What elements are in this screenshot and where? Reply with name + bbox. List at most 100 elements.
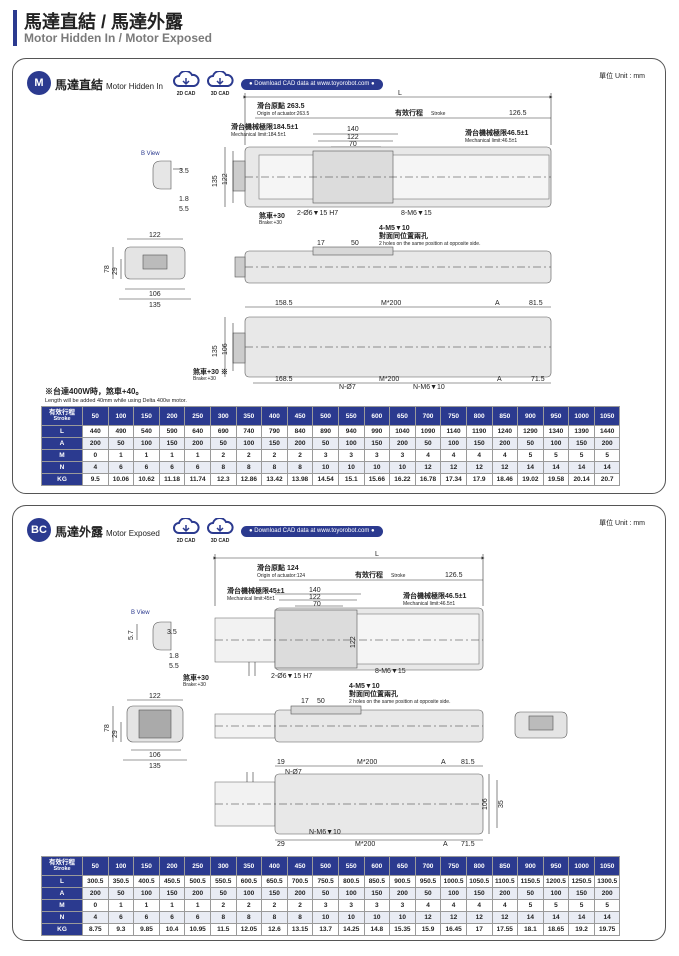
dim-70: 70 [313,601,321,608]
table-cell: 5 [517,449,544,462]
table-cell: 12.3 [209,473,237,486]
table-cell: 200 [389,887,416,900]
table-cell: 2 [261,449,288,462]
table-cell: 200 [82,887,109,900]
table-cell: 890 [312,425,339,438]
table-cell: 200 [286,437,314,450]
table-cell: 17.55 [491,923,519,936]
stroke-header-zh: 有效行程 [49,859,75,866]
dim-140: 140 [309,587,321,594]
table-cell: 1340 [542,425,570,438]
end-dim-29: 29 [112,730,119,738]
row-label: KG [41,923,83,936]
table-cell: 8 [209,461,237,474]
row-label: A [41,437,83,450]
technical-drawing: L 滑台原點 124 Origin of actuator:124 有效行程 S… [104,551,568,848]
table-cell: 100 [542,887,570,900]
stroke-cell: 400 [261,406,288,426]
mech-limit-2: 滑台機械極限46.5±1 [465,128,528,137]
table-cell: 150 [158,887,186,900]
table-cell: 150 [363,887,391,900]
table-cell: 6 [133,911,160,924]
dim-71-5: 71.5 [461,841,475,848]
table-cell: 14 [517,461,544,474]
dim-m200-bottom: M*200 [355,841,375,848]
table-cell: 10.4 [158,923,186,936]
table-cell: 3 [337,899,365,912]
table-cell: 12.6 [261,923,288,936]
table-cell: 18.1 [517,923,544,936]
page-subtitle: Motor Hidden In / Motor Exposed [24,31,212,45]
dim-m200-bottom: M*200 [379,376,399,383]
cloud-download-icon [207,70,234,87]
table-cell: 50 [107,437,135,450]
table-cell: 50 [312,887,339,900]
table-cell: 15.35 [389,923,416,936]
table-cell: 550.5 [209,875,237,888]
m5-note: 對面同位置兩孔 [379,231,428,240]
table-cell: 50 [209,437,237,450]
dim-3-5: 3.5 [167,629,177,636]
mech-limit-1: 滑台機械極限184.5±1 [231,122,298,131]
stroke-cell: 300 [209,406,237,426]
dim-122-vert: 122 [350,636,357,648]
stroke-cell: 350 [235,856,263,876]
table-cell: 4 [465,449,493,462]
table-cell: 350.5 [107,875,135,888]
table-cell: 500.5 [184,875,211,888]
table-cell: 14.54 [312,473,339,486]
cad-2d-button[interactable]: 2D CAD [171,517,201,544]
table-cell: 700.5 [286,875,314,888]
table-cell: 3 [312,449,339,462]
table-cell: 1090 [414,425,442,438]
stroke-label: 有效行程 [355,570,383,579]
download-cad-link[interactable]: ● Download CAD data at www.toyorobot.com… [241,526,383,537]
table-cell: 100 [542,437,570,450]
table-cell: 6 [158,461,186,474]
stroke-cell: 250 [184,856,211,876]
table-cell: 10 [389,461,416,474]
mech-limit-2: 滑台機械極限46.5±1 [403,591,466,600]
panel-title-en: Motor Exposed [106,529,160,538]
download-cad-link[interactable]: ● Download CAD data at www.toyorobot.com… [241,79,383,90]
table-cell: 1 [158,449,186,462]
dim-122-vert: 122 [222,173,229,185]
dim-140: 140 [347,126,359,133]
table-cell: 20.7 [593,473,621,486]
cad-3d-button[interactable]: 3D CAD [205,70,235,97]
stroke-cell: 900 [517,856,544,876]
dim-29: 29 [277,841,285,848]
mech-limit-2-en: Mechanical limit:46.5±1 [403,601,455,607]
table-cell: 18.46 [491,473,519,486]
table-cell: 100 [337,887,365,900]
row-label: L [41,425,83,438]
cad-3d-button[interactable]: 3D CAD [205,517,235,544]
table-cell: 8 [286,911,314,924]
stroke-cell: 950 [542,406,570,426]
table-cell: 150 [465,887,493,900]
download-cad-text: Download CAD data at www.toyorobot.com [254,81,370,87]
table-cell: 20.14 [568,473,595,486]
table-cell: 6 [133,461,160,474]
stroke-cell: 850 [491,406,519,426]
table-cell: 1 [158,899,186,912]
table-cell: 8 [235,461,263,474]
table-cell: 16.22 [389,473,416,486]
table-cell: 6 [184,461,211,474]
cad-2d-button[interactable]: 2D CAD [171,70,201,97]
table-cell: 200 [286,887,314,900]
hole-spec-2: 8-M6▼15 [401,210,432,217]
table-cell: 8 [261,461,288,474]
panel-title-en: Motor Hidden In [106,82,163,91]
table-cell: 10 [363,461,391,474]
table-cell: 400.5 [133,875,160,888]
table-cell: 850.5 [363,875,391,888]
table-cell: 10 [389,911,416,924]
table-cell: 19.75 [593,923,621,936]
stroke-cell: 500 [312,406,339,426]
